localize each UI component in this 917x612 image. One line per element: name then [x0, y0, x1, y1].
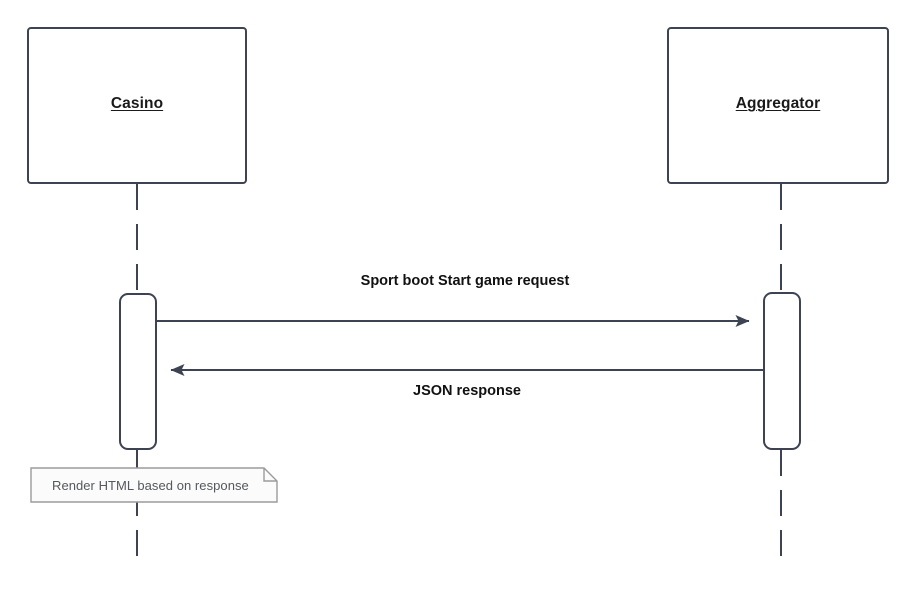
participant-label-aggregator: Aggregator: [735, 95, 821, 112]
message-label-start-game-request: Sport boot Start game request: [360, 273, 570, 289]
participant-box-aggregator[interactable]: Aggregator: [667, 27, 889, 184]
activation-bar-aggregator[interactable]: [763, 292, 801, 450]
participant-box-casino[interactable]: Casino: [27, 27, 247, 184]
message-label-json-response: JSON response: [413, 383, 521, 399]
note-text-render-html: Render HTML based on response: [52, 478, 249, 493]
note-shape-render-html: [30, 467, 278, 503]
activation-bar-casino[interactable]: [119, 293, 157, 450]
participant-label-casino: Casino: [110, 95, 164, 112]
